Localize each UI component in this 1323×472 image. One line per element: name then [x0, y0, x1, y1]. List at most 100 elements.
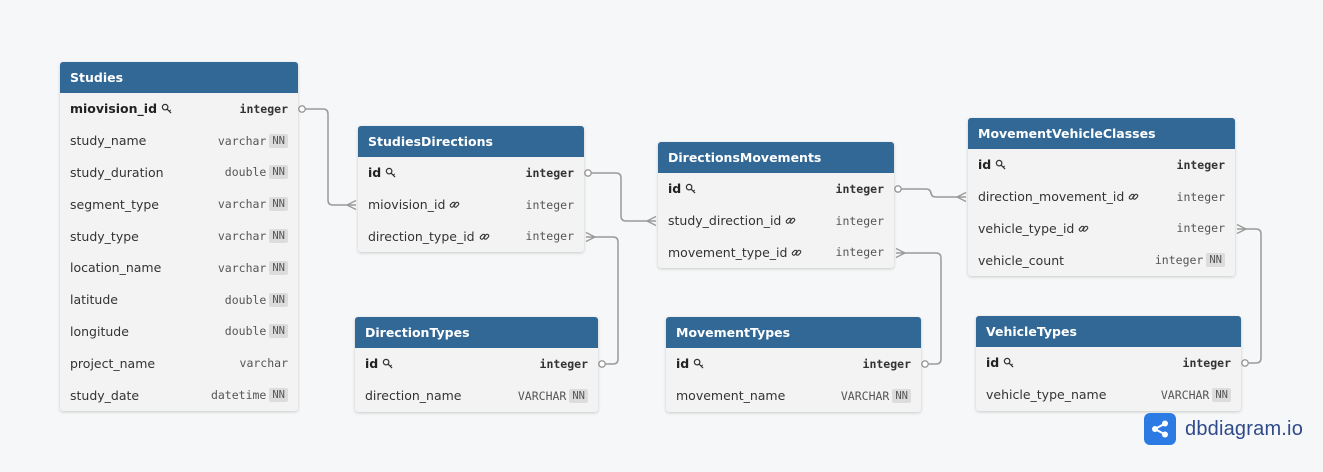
- field-name-text: direction_name: [365, 388, 462, 404]
- key-icon: [693, 358, 704, 369]
- field-type: integer: [1176, 157, 1225, 172]
- field-type: varchar: [217, 260, 267, 275]
- field-name: movement_type_id: [668, 245, 836, 260]
- field-name: segment_type: [70, 197, 218, 212]
- field-type: varchar: [239, 356, 288, 371]
- not-null-badge: NN: [569, 388, 588, 403]
- field-type: integer: [239, 101, 288, 116]
- field-type: integer: [835, 181, 884, 196]
- field-row-id[interactable]: id integer: [968, 149, 1235, 181]
- relationship-line[interactable]: [898, 188, 966, 198]
- not-null-badge: NN: [269, 388, 288, 403]
- field-type: integer: [1176, 189, 1225, 204]
- link-icon: [1078, 223, 1089, 234]
- field-type: double: [224, 324, 267, 339]
- not-null-badge: NN: [269, 133, 288, 148]
- field-type: varchar: [217, 133, 267, 148]
- table-header[interactable]: StudiesDirections: [358, 126, 584, 157]
- field-type: integer: [525, 229, 574, 244]
- field-name: id: [676, 356, 863, 371]
- field-name-text: id: [368, 165, 382, 181]
- not-null-badge: NN: [269, 324, 288, 339]
- field-name-text: id: [668, 181, 682, 197]
- table-header[interactable]: Studies: [60, 62, 298, 93]
- one-end-marker: [584, 169, 592, 177]
- field-name-text: direction_movement_id: [978, 189, 1125, 205]
- field-name-text: miovision_id: [70, 101, 158, 117]
- field-row-direction-movement-id[interactable]: direction_movement_id integer: [968, 181, 1235, 213]
- not-null-badge: NN: [269, 229, 288, 244]
- one-end-marker: [598, 360, 606, 368]
- field-name: location_name: [70, 260, 218, 275]
- field-name: id: [978, 157, 1177, 172]
- not-null-badge: NN: [269, 197, 288, 212]
- table-header[interactable]: MovementVehicleClasses: [968, 118, 1235, 149]
- key-icon: [995, 159, 1006, 170]
- field-type: double: [224, 292, 267, 307]
- field-name-text: longitude: [70, 323, 129, 339]
- field-row-miovision-id[interactable]: miovision_id integer: [60, 93, 298, 125]
- field-name-text: vehicle_type_name: [986, 387, 1107, 403]
- field-name: vehicle_type_name: [986, 387, 1161, 402]
- not-null-badge: NN: [1212, 387, 1231, 402]
- brand-logo[interactable]: dbdiagram.io: [1144, 413, 1303, 445]
- many-end-marker: [1236, 223, 1247, 235]
- field-name-text: movement_type_id: [668, 244, 788, 260]
- field-name: study_date: [70, 388, 211, 403]
- one-end-marker: [921, 360, 929, 368]
- relationship-line[interactable]: [302, 108, 356, 206]
- table-header[interactable]: MovementTypes: [666, 317, 921, 348]
- field-type: integer: [525, 197, 574, 212]
- table-header[interactable]: DirectionsMovements: [658, 142, 894, 173]
- many-end-marker: [646, 215, 657, 227]
- field-name: study_name: [70, 133, 218, 148]
- table-header[interactable]: VehicleTypes: [976, 316, 1241, 347]
- table-header[interactable]: DirectionTypes: [355, 317, 598, 348]
- not-null-badge: NN: [892, 388, 911, 403]
- field-name: miovision_id: [368, 197, 526, 212]
- relationship-line[interactable]: [588, 172, 656, 222]
- field-name-text: id: [978, 157, 992, 173]
- link-icon: [449, 199, 460, 210]
- table-directions-movements[interactable]: DirectionsMovements id integer study_direc…: [658, 142, 894, 269]
- link-icon: [785, 215, 796, 226]
- field-type: integer: [1176, 221, 1225, 236]
- field-name: direction_movement_id: [978, 189, 1177, 204]
- field-name: vehicle_count: [978, 253, 1155, 268]
- field-name-text: study_type: [70, 228, 139, 244]
- field-row-id[interactable]: id integer: [658, 173, 894, 205]
- field-name-text: vehicle_count: [978, 252, 1065, 268]
